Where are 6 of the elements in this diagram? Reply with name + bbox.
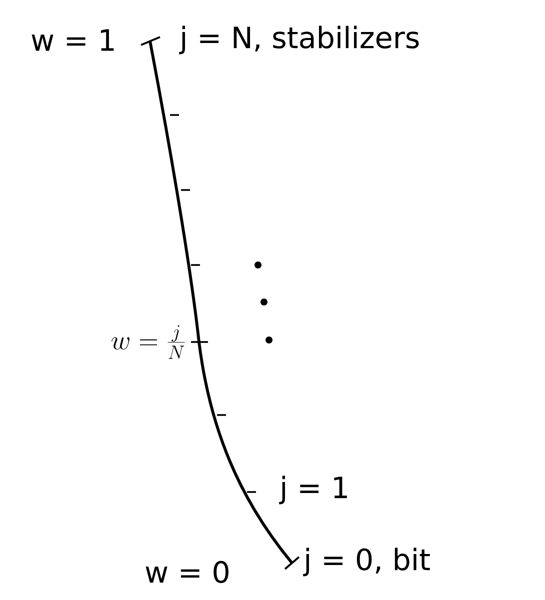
axis-label: j = 1 <box>279 476 347 504</box>
axis-label: w = 1 <box>32 29 114 51</box>
axis-label: j = N, stabilizers <box>179 26 419 54</box>
axis-label: w = 0 <box>146 560 228 584</box>
axis-label: j = 0, bit <box>303 548 430 576</box>
axis-label: $w = \frac{j}{N}$ <box>112 325 185 359</box>
